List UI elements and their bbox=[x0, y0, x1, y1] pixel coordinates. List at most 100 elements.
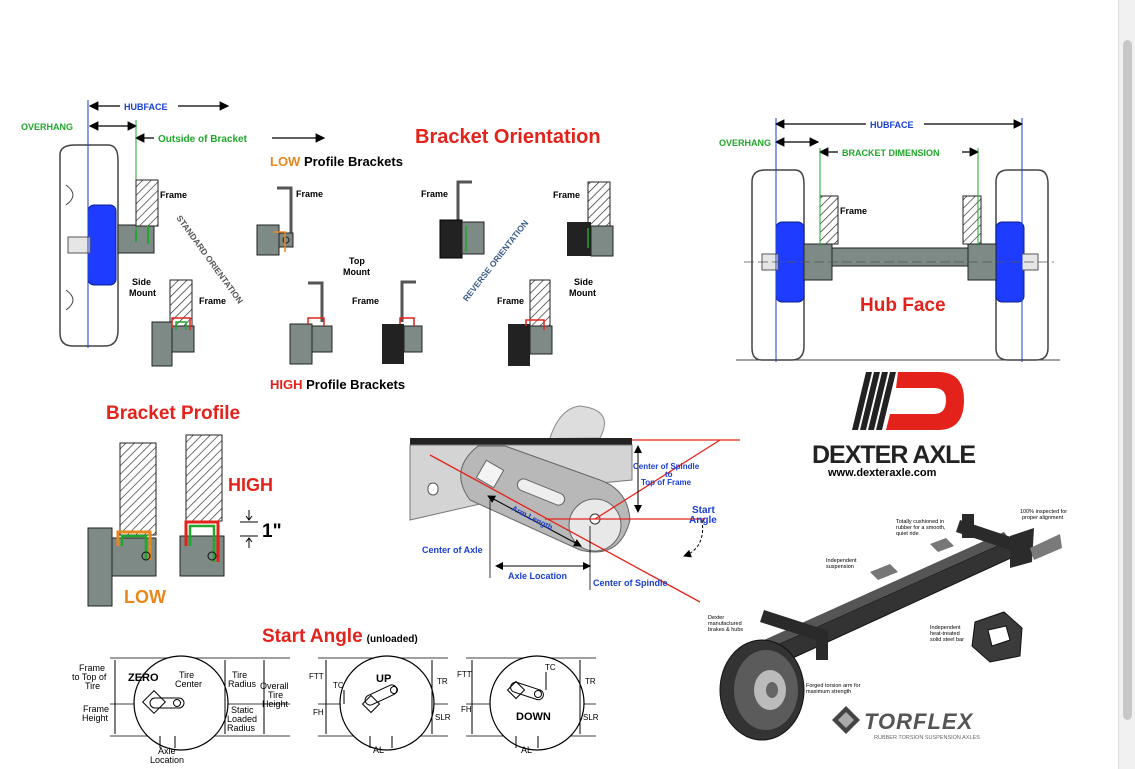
start-angle-label-2: Angle bbox=[689, 515, 717, 526]
side-mount-label-left-2: Mount bbox=[129, 288, 156, 298]
frame-label-2: Frame bbox=[296, 189, 323, 199]
dexter-1: Dexter bbox=[708, 615, 724, 621]
high-profile-heading: HIGH Profile Brackets bbox=[270, 377, 405, 392]
tire-radius-1: Tire bbox=[232, 670, 247, 680]
overall-tire-1: Overall bbox=[260, 681, 289, 691]
bracket-profile-title: Bracket Profile bbox=[106, 403, 240, 424]
brand-url: www.dexteraxle.com bbox=[827, 467, 937, 479]
start-angle-zero-diagram bbox=[110, 655, 290, 751]
up-tc: TC bbox=[333, 681, 344, 690]
frame-label-1: Frame bbox=[160, 190, 187, 200]
down-ftt: FTT bbox=[457, 670, 472, 679]
up-slr: SLR bbox=[435, 713, 451, 722]
low-rest: Profile Brackets bbox=[300, 154, 403, 169]
center-spindle-top-3: Top of Frame bbox=[641, 478, 692, 487]
dexter-logo-icon bbox=[852, 372, 964, 430]
up-al: AL bbox=[373, 745, 384, 755]
steel-2: heat-treated bbox=[930, 631, 960, 637]
down-al: AL bbox=[521, 745, 532, 755]
low-profile-heading: LOW Profile Brackets bbox=[270, 154, 403, 169]
frame-label-3: Frame bbox=[421, 189, 448, 199]
frame-to-top-1: Frame bbox=[79, 663, 105, 673]
start-angle-subtitle: (unloaded) bbox=[367, 634, 418, 645]
start-angle-panel: Start Angle (unloaded) Frame to Top of Ti… bbox=[72, 626, 599, 765]
static-loaded-1: Static bbox=[231, 705, 254, 715]
forged-1: Forged torsion arm for bbox=[806, 683, 861, 689]
down-tc: TC bbox=[545, 663, 556, 672]
overall-tire-3: Height bbox=[262, 699, 289, 709]
bracket-profile-low: LOW bbox=[124, 587, 166, 607]
bracket-orientation-title: Bracket Orientation bbox=[415, 126, 601, 148]
side-mount-label-right-1: Side bbox=[574, 277, 593, 287]
side-mount-label-right-2: Mount bbox=[569, 288, 596, 298]
torflex-axle-illustration bbox=[719, 514, 1062, 741]
high-word: HIGH bbox=[270, 377, 303, 392]
inspected-1: 100% inspected for bbox=[1020, 509, 1067, 515]
tire-side-view bbox=[59, 100, 159, 348]
start-angle-down-diagram bbox=[466, 655, 596, 751]
center-spindle-top-2: to bbox=[665, 470, 673, 479]
down-fh: FH bbox=[461, 705, 472, 714]
dexter-2: manufactured bbox=[708, 621, 742, 627]
independent-1: Independent bbox=[826, 558, 857, 564]
hub-face-overhang-label: OVERHANG bbox=[719, 138, 771, 148]
tire-center-1: Tire bbox=[179, 670, 194, 680]
standard-high-top-mount bbox=[289, 281, 333, 365]
vertical-scrollbar[interactable] bbox=[1118, 0, 1135, 769]
up-tr: TR bbox=[437, 677, 448, 686]
torflex-logo-icon bbox=[832, 706, 860, 734]
bracket-profile-dimension: 1" bbox=[262, 521, 282, 542]
frame-to-top-3: Tire bbox=[85, 681, 100, 691]
start-angle-title-main: Start Angle bbox=[262, 626, 363, 647]
reverse-high-side-mount bbox=[508, 279, 553, 366]
hubface-label: HUBFACE bbox=[124, 102, 168, 112]
forged-2: maximum strength bbox=[806, 689, 851, 695]
frame-label-6: Frame bbox=[352, 296, 379, 306]
frame-height-2: Height bbox=[82, 713, 109, 723]
axle-location-label: Axle Location bbox=[508, 571, 567, 581]
cushioned-1: Totally cushioned in bbox=[896, 519, 944, 525]
up-ftt: FTT bbox=[309, 672, 324, 681]
frame-label-7: Frame bbox=[497, 296, 524, 306]
bracket-orientation-panel: Bracket Orientation HUBFACE OVERHANG Out… bbox=[21, 100, 614, 392]
bracket-dimension-label: BRACKET DIMENSION bbox=[842, 148, 940, 158]
hub-face-panel: HUBFACE OVERHANG BRACKET DIMENSION Frame bbox=[719, 118, 1060, 362]
center-of-axle-label: Center of Axle bbox=[422, 545, 483, 555]
arm-geometry-panel: Center of Spindle to Top of Frame Start … bbox=[409, 405, 740, 603]
frame-height-1: Frame bbox=[83, 704, 109, 714]
scrollbar-thumb[interactable] bbox=[1123, 40, 1132, 720]
overhang-label: OVERHANG bbox=[21, 122, 73, 132]
start-angle-up-diagram bbox=[318, 655, 448, 751]
frame-label-4: Frame bbox=[553, 190, 580, 200]
zero-label: ZERO bbox=[128, 672, 159, 684]
down-slr: SLR bbox=[583, 713, 599, 722]
hub-face-axle-drawing bbox=[736, 118, 1060, 362]
independent-2: suspension bbox=[826, 564, 854, 570]
steel-1: Independent bbox=[930, 625, 961, 631]
hub-face-frame-label: Frame bbox=[840, 206, 867, 216]
inspected-2: proper alignment bbox=[1022, 515, 1064, 521]
cushioned-2: rubber for a smooth, bbox=[896, 525, 946, 531]
tire-center-2: Center bbox=[175, 679, 202, 689]
torflex-logo: TORFLEX bbox=[864, 709, 974, 734]
top-mount-label-2: Mount bbox=[343, 267, 370, 277]
reverse-high-top-mount bbox=[382, 280, 423, 364]
frame-to-top-2: to Top of bbox=[72, 672, 107, 682]
side-mount-label-left-1: Side bbox=[132, 277, 151, 287]
dexter-axle-logo: DEXTER AXLE www.dexteraxle.com bbox=[812, 372, 976, 479]
brand-name: DEXTER AXLE bbox=[812, 441, 975, 469]
cushioned-3: quiet ride bbox=[896, 531, 919, 537]
outside-of-bracket-label: Outside of Bracket bbox=[158, 134, 248, 145]
standard-high-side-mount bbox=[151, 279, 195, 367]
torflex-tagline: RUBBER TORSION SUSPENSION AXLES bbox=[874, 735, 980, 741]
bracket-profile-high: HIGH bbox=[228, 475, 273, 495]
dexter-3: brakes & hubs bbox=[708, 627, 743, 633]
start-angle-label-1: Start bbox=[692, 505, 715, 516]
axle-location-1: Axle bbox=[158, 746, 176, 756]
overall-tire-2: Tire bbox=[268, 690, 283, 700]
reverse-low-side-mount bbox=[567, 181, 614, 257]
bracket-profile-panel: Bracket Profile HIGH 1" LOW bbox=[87, 403, 282, 607]
center-spindle-top-1: Center of Spindle bbox=[633, 462, 700, 471]
torflex-product-panel: 100% inspected for proper alignment Tota… bbox=[708, 509, 1067, 741]
